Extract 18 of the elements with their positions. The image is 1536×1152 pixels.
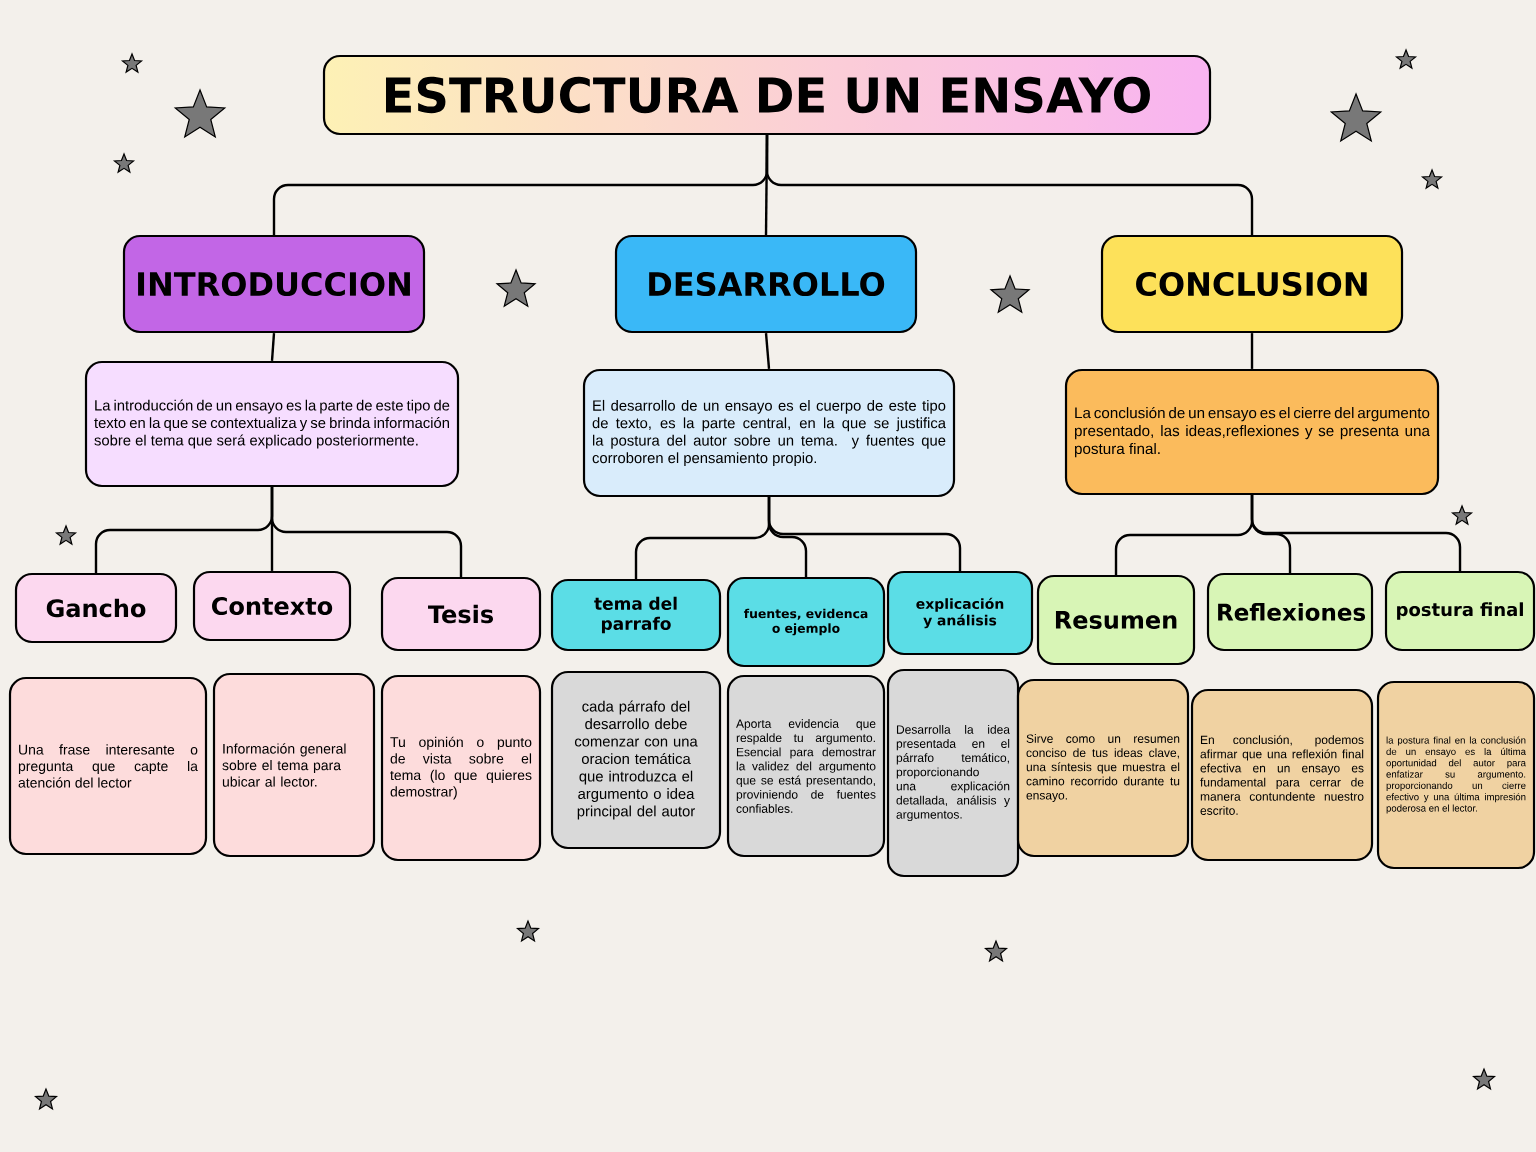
subtopic-box: postura final <box>1384 570 1536 652</box>
title-banner: ESTRUCTURA DE UN ENSAYO <box>322 54 1212 136</box>
connector-line <box>767 497 962 571</box>
connector-line <box>270 487 463 577</box>
subtopic-box: Tesis <box>380 576 542 652</box>
subtopic-box: tema del parrafo <box>550 578 722 652</box>
subtopic-box: Reflexiones <box>1206 572 1374 652</box>
connector-line <box>765 135 1254 235</box>
connector-line <box>1250 495 1462 571</box>
connector-line <box>1250 333 1254 369</box>
subtopic-box: Contexto <box>192 570 352 642</box>
subtopic-box: Resumen <box>1036 574 1196 666</box>
connector-line <box>764 333 771 369</box>
connector-line <box>270 333 276 361</box>
section-header: DESARROLLO <box>614 234 918 334</box>
subtopic-box: Gancho <box>14 572 178 644</box>
section-header: INTRODUCCION <box>122 234 426 334</box>
section-header: CONCLUSION <box>1100 234 1404 334</box>
